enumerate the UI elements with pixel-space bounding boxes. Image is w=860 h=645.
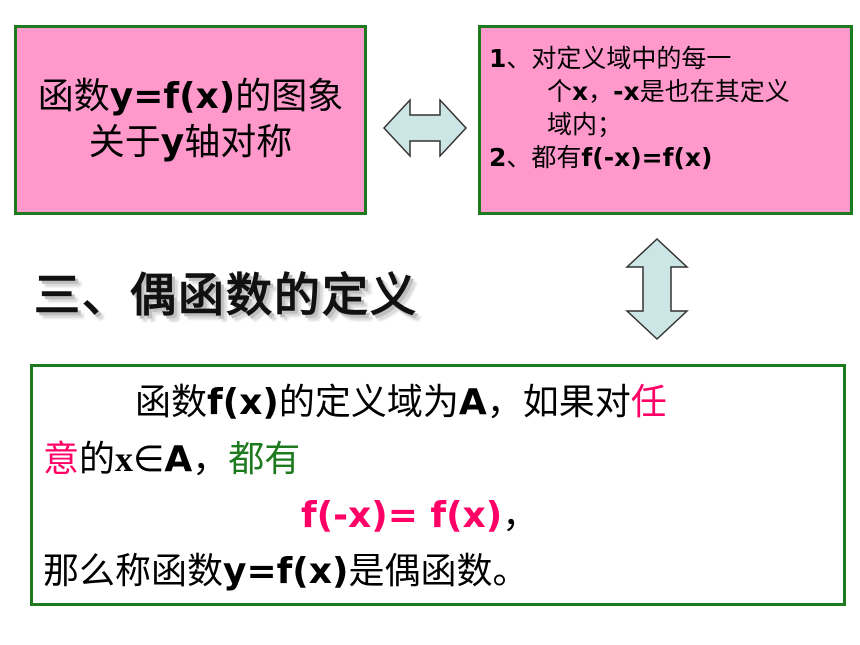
definition-variable: A bbox=[164, 439, 193, 480]
condition-item-1: 1、对定义域中的每一 bbox=[489, 42, 850, 75]
item-text: 个 bbox=[547, 77, 573, 106]
definition-text: ，如果对 bbox=[486, 382, 631, 423]
definition-text: ， bbox=[192, 439, 229, 480]
definition-text: 是偶函数。 bbox=[348, 551, 529, 592]
definition-variable: A bbox=[458, 382, 487, 423]
item-variable: -x bbox=[613, 77, 640, 106]
item-text: 是也在其定义 bbox=[639, 77, 790, 106]
item-text: 域内； bbox=[547, 110, 623, 139]
definition-text: 那么称函数 bbox=[43, 551, 224, 592]
item-variable: x bbox=[572, 77, 589, 106]
item-text: 、都有 bbox=[506, 143, 582, 172]
definition-text: 的定义域为 bbox=[278, 382, 459, 423]
definition-text: 函数 bbox=[135, 382, 208, 423]
definition-highlight-any: 意 bbox=[43, 439, 80, 480]
section-heading: 三、偶函数的定义 bbox=[34, 268, 418, 322]
definition-variable: x bbox=[115, 439, 134, 479]
definition-line-1: 函数f(x)的定义域为A，如果对任 bbox=[43, 375, 843, 431]
definition-formula: f(x) bbox=[207, 382, 279, 423]
item-formula: f(-x)=f(x) bbox=[581, 143, 713, 172]
left-box-text: 函数 bbox=[37, 76, 110, 117]
left-condition-box: 函数y=f(x)的图象 关于y轴对称 bbox=[14, 25, 367, 215]
item-text: ， bbox=[588, 77, 614, 106]
left-box-text: 的图象 bbox=[235, 76, 344, 117]
item-number: 1 bbox=[489, 44, 507, 73]
left-box-text: 关于 bbox=[88, 122, 161, 163]
definition-line-4: 那么称函数y=f(x)是偶函数。 bbox=[43, 544, 843, 600]
definition-text: 的 bbox=[79, 439, 116, 480]
definition-key-formula: f(-x)= f(x) bbox=[301, 495, 503, 536]
definition-line-3: f(-x)= f(x)， bbox=[43, 488, 843, 544]
condition-item-2: 2、都有f(-x)=f(x) bbox=[489, 141, 850, 174]
double-arrow-horizontal-icon bbox=[382, 98, 468, 158]
item-number: 2 bbox=[489, 143, 507, 172]
definition-highlight-any: 任 bbox=[630, 382, 667, 423]
double-arrow-vertical-icon bbox=[625, 237, 689, 341]
definition-highlight-all: 都有 bbox=[228, 439, 301, 480]
right-condition-box: 1、对定义域中的每一 个x，-x是也在其定义 域内； 2、都有f(-x)=f(x… bbox=[478, 25, 853, 215]
element-of-symbol: ∈ bbox=[133, 439, 165, 480]
definition-formula: y=f(x) bbox=[223, 551, 349, 592]
definition-box: 函数f(x)的定义域为A，如果对任 意的x∈A，都有 f(-x)= f(x)， … bbox=[30, 364, 846, 606]
condition-item-1-continuation-2: 域内； bbox=[489, 108, 850, 141]
left-box-line-1: 函数y=f(x)的图象 bbox=[38, 74, 343, 120]
definition-line-2: 意的x∈A，都有 bbox=[43, 431, 843, 488]
left-box-line-2: 关于y轴对称 bbox=[89, 120, 293, 166]
condition-item-1-continuation: 个x，-x是也在其定义 bbox=[489, 75, 850, 108]
left-box-variable: y bbox=[160, 122, 185, 163]
left-box-text: 轴对称 bbox=[184, 122, 293, 163]
left-box-formula: y=f(x) bbox=[109, 76, 236, 117]
item-text: 、对定义域中的每一 bbox=[506, 44, 732, 73]
definition-text: ， bbox=[502, 495, 539, 536]
